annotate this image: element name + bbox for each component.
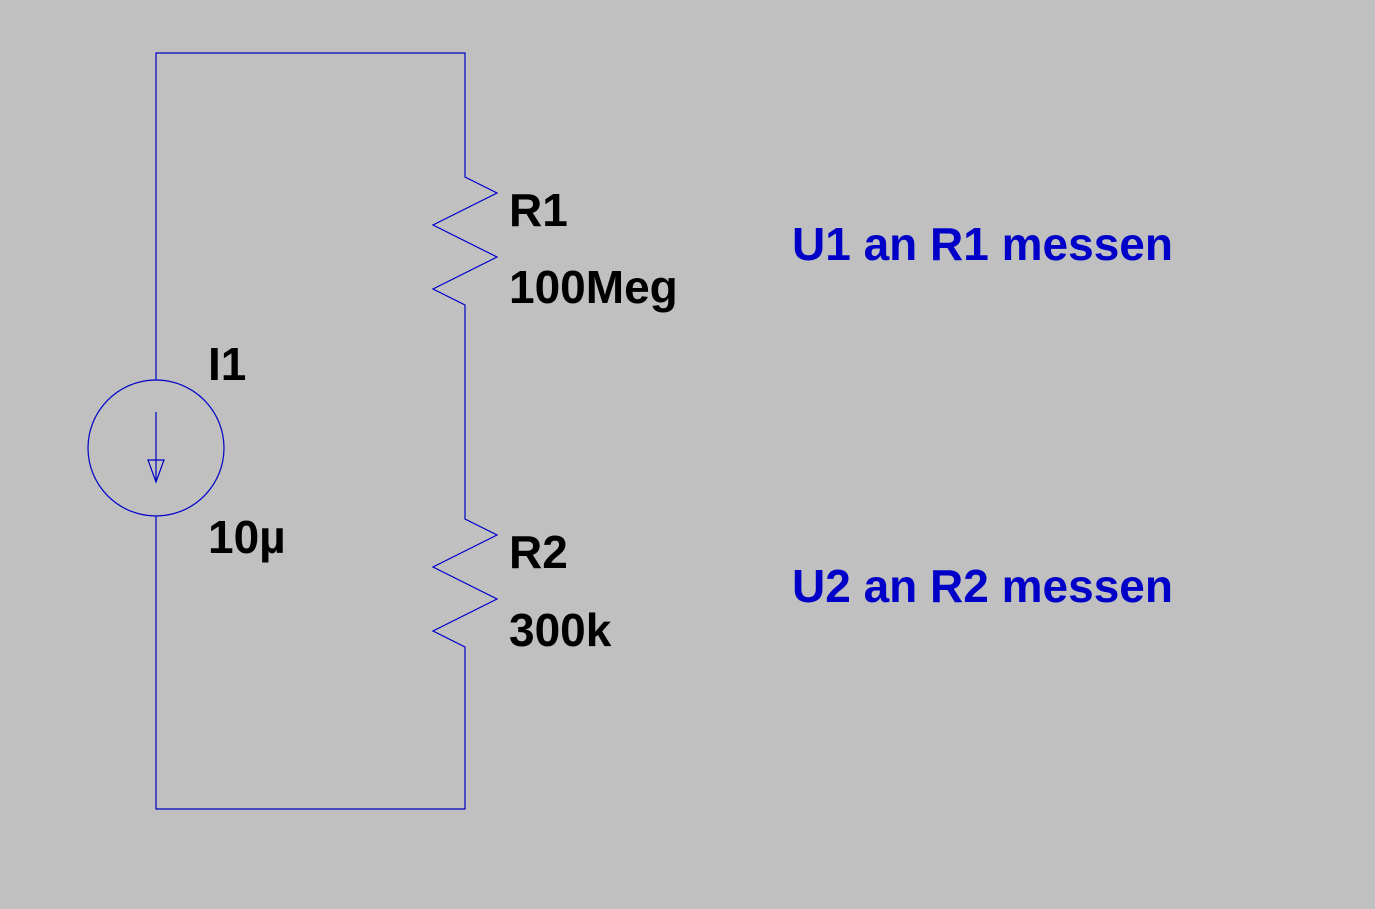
- current-source-value-label[interactable]: 10µ: [208, 511, 286, 563]
- current-source-i1[interactable]: [87, 379, 225, 517]
- resistor-r1-value-label[interactable]: 100Meg: [509, 261, 678, 313]
- resistor-r1-symbol[interactable]: [431, 175, 499, 313]
- current-source-circle: [87, 379, 225, 517]
- comment-u1[interactable]: U1 an R1 messen: [792, 218, 1173, 270]
- resistor-r2-symbol[interactable]: [431, 517, 499, 655]
- wire-top-left[interactable]: [155, 52, 466, 380]
- current-source-name-label[interactable]: I1: [208, 338, 246, 390]
- current-arrow-head-icon: [147, 459, 165, 484]
- wire-bottom[interactable]: [155, 516, 466, 810]
- resistor-r2-name-label[interactable]: R2: [509, 526, 568, 578]
- resistor-r1-name-label[interactable]: R1: [509, 184, 568, 236]
- comment-u2[interactable]: U2 an R2 messen: [792, 560, 1173, 612]
- resistor-r2-value-label[interactable]: 300k: [509, 604, 612, 656]
